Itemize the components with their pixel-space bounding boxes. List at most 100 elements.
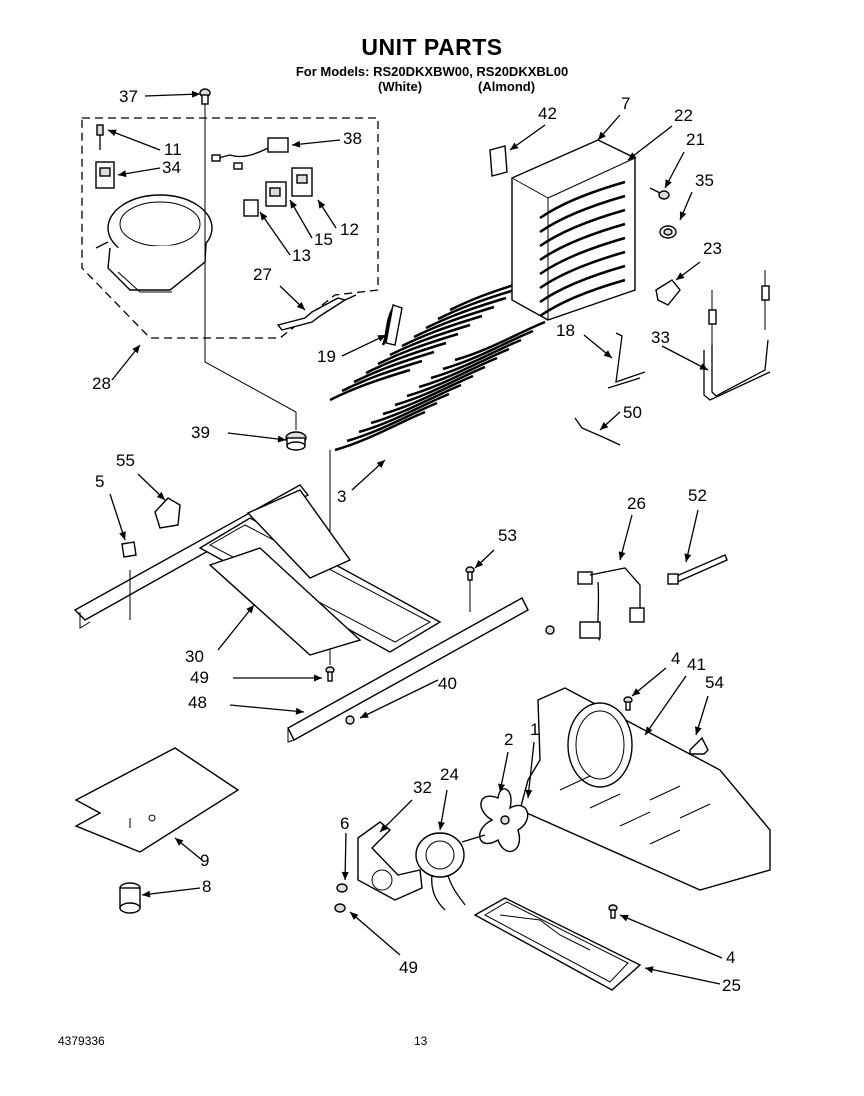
condenser-row (413, 305, 510, 389)
evaporator-coil (539, 194, 626, 234)
callout-18: 18 (556, 321, 575, 340)
leader-arrowhead (620, 914, 629, 922)
models-line: For Models: RS20DKXBW00, RS20DKXBL00 (295, 64, 569, 79)
leader-line (141, 887, 201, 896)
leader-line (259, 211, 291, 256)
variant-white: (White) (378, 79, 423, 94)
callout-7: 7 (621, 94, 630, 113)
leader-arrowhead (318, 200, 326, 209)
leader-arrowhead (290, 200, 298, 209)
leader-arrowhead (695, 726, 702, 735)
overload (265, 181, 287, 207)
leader-arrowhead (175, 838, 184, 846)
callout-41: 41 (687, 655, 706, 674)
callout-15: 15 (314, 230, 333, 249)
screw-37 (199, 88, 211, 105)
screw-4-upper (623, 696, 633, 711)
fan-blade (478, 788, 529, 853)
wire-harness (577, 567, 645, 641)
screw-4-lower (608, 904, 618, 919)
callout-4: 4 (671, 649, 680, 668)
leader-arrowhead (295, 707, 304, 715)
leader-line (619, 914, 723, 959)
leader-arrowhead (292, 140, 301, 148)
bracket-slot (559, 775, 591, 791)
leader-arrowhead (598, 131, 606, 140)
callout-54: 54 (705, 673, 724, 692)
leader-arrowhead (618, 551, 626, 560)
screw-49a (325, 666, 335, 682)
tie-strap (667, 554, 728, 585)
callout-40: 40 (438, 674, 457, 693)
leader-line (349, 911, 401, 956)
drier (276, 294, 357, 331)
evaporator-coil (539, 278, 626, 318)
callout-34: 34 (162, 158, 181, 177)
leader-arrowhead (699, 363, 708, 370)
callout-53: 53 (498, 526, 517, 545)
clip-5 (121, 541, 137, 558)
thermistor-clip (655, 279, 681, 306)
callout-27: 27 (253, 265, 272, 284)
page-number: 13 (414, 1034, 428, 1048)
callout-32: 32 (413, 778, 432, 797)
drain-pan (473, 897, 642, 991)
start-relay (291, 167, 313, 197)
callout-11: 11 (164, 140, 182, 159)
callout-25: 25 (722, 976, 741, 995)
callout-42: 42 (538, 104, 557, 123)
overload-screw (96, 124, 104, 150)
motor-bracket (357, 821, 423, 901)
compressor-harness (211, 137, 289, 170)
doc-number: 4379336 (58, 1034, 105, 1048)
leader-line (685, 509, 699, 563)
callout-48: 48 (188, 693, 207, 712)
leader-arrowhead (350, 912, 359, 920)
leader-arrowhead (118, 170, 127, 178)
leader-arrowhead (510, 142, 519, 150)
leader-arrowhead (498, 783, 506, 792)
leader-arrowhead (246, 605, 254, 614)
leader-arrowhead (684, 553, 692, 562)
callout-52: 52 (688, 486, 707, 505)
condenser-row (353, 350, 450, 434)
condenser-row (437, 287, 534, 371)
evaporator-coil (539, 250, 626, 290)
spring-50 (574, 417, 621, 446)
callout-35: 35 (695, 171, 714, 190)
page-title: UNIT PARTS (361, 34, 503, 60)
leader-line (644, 675, 687, 736)
leader-arrowhead (676, 272, 685, 280)
callout-2: 2 (504, 730, 513, 749)
condenser-row (425, 296, 522, 380)
grommet (285, 431, 307, 451)
leader-line (627, 125, 673, 161)
leader-arrowhead (108, 129, 117, 137)
front-rail (287, 597, 529, 743)
condenser-row (329, 368, 426, 452)
leader-arrowhead (191, 90, 200, 98)
evaporator (511, 139, 636, 321)
thermistor (659, 225, 677, 239)
evaporator-coil (539, 208, 626, 248)
variant-almond: (Almond) (478, 79, 536, 94)
callout-55: 55 (116, 451, 135, 470)
leader-arrowhead (679, 211, 687, 220)
leader-line (144, 93, 201, 97)
evaporator-coil (539, 236, 626, 276)
condenser-fan-motor (415, 832, 486, 911)
leveler (119, 882, 141, 914)
leader-arrowhead (314, 674, 322, 682)
clip (243, 199, 259, 217)
leader-arrowhead (376, 460, 385, 468)
leader-line (644, 967, 721, 985)
leader-arrowhead (645, 726, 653, 735)
hose-19 (385, 304, 403, 346)
leader-arrowhead (360, 711, 369, 718)
leader-line (107, 129, 161, 151)
callout-38: 38 (343, 129, 362, 148)
compressor (95, 194, 213, 293)
leader-arrowhead (296, 301, 305, 310)
callout-49: 49 (190, 668, 209, 687)
